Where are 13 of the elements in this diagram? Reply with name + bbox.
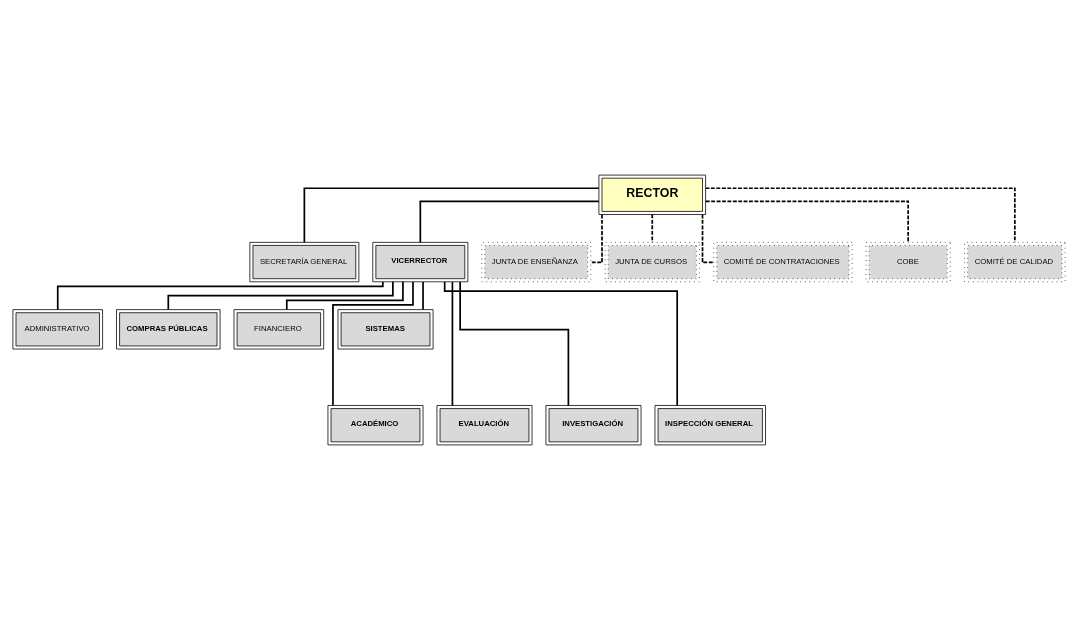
- connector: [451, 280, 454, 406]
- connector: [167, 280, 394, 310]
- connector: [285, 280, 404, 310]
- connector: [303, 186, 600, 243]
- connector: [419, 200, 600, 243]
- connector: [459, 280, 570, 406]
- connector: [422, 280, 424, 310]
- connector: [443, 280, 679, 406]
- connector: [651, 213, 654, 243]
- connector: [705, 200, 909, 243]
- connector: [332, 280, 414, 406]
- connector: [56, 280, 384, 310]
- connector: [704, 186, 1016, 243]
